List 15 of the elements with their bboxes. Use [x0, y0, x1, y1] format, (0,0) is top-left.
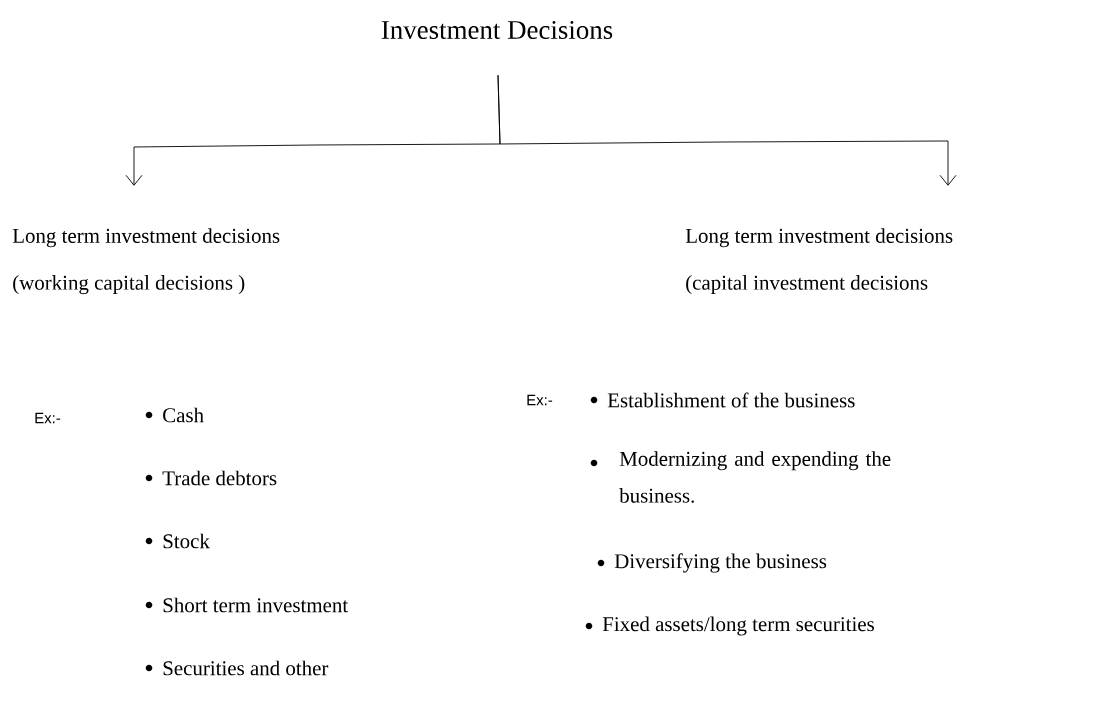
category-heading: Long term investment decisions (capital investment decisions: [685, 228, 953, 295]
category-heading: Long term investment decisions (working capital decisions ): [12, 228, 280, 295]
example-label: Ex:-: [35, 412, 61, 424]
list-item: Stock: [145, 533, 210, 549]
list-item: Cash: [145, 407, 204, 423]
list-item: Modernizing and expending the business.: [590, 451, 891, 503]
example-label: Ex:-: [527, 394, 553, 406]
list-item: Securities and other: [145, 660, 329, 676]
title-text: Investment Decisions: [381, 20, 613, 40]
list-item: Fixed assets/long term securities: [585, 616, 874, 636]
list-item: Diversifying the business: [597, 553, 827, 573]
list-item: Trade debtors: [145, 470, 277, 486]
list-item: Establishment of the business: [590, 392, 855, 408]
list-item: Short term investment: [145, 597, 349, 613]
arrow: [497, 74, 957, 186]
